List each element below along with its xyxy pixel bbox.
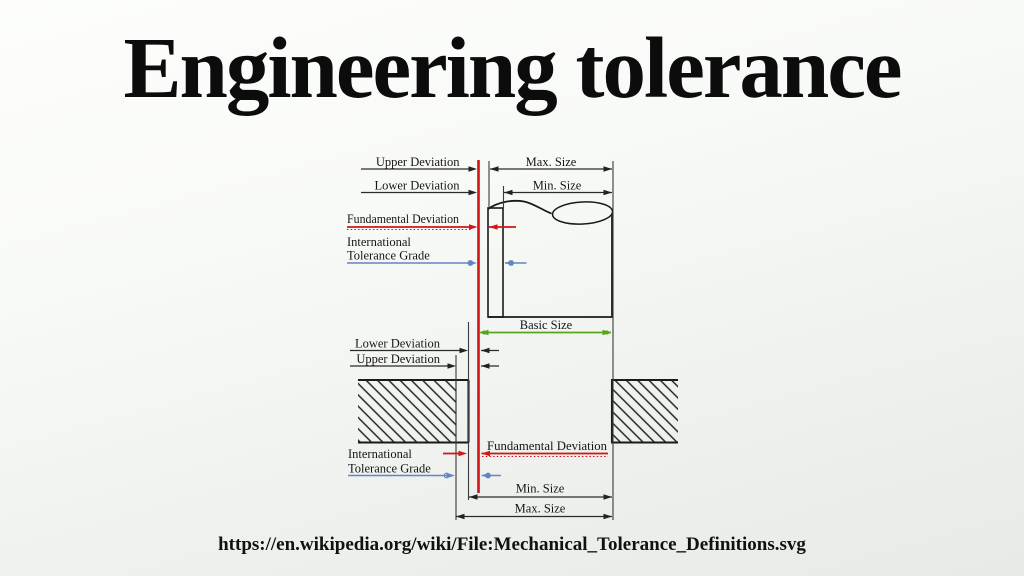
label-upper-deviation-bottom: Upper Deviation [356, 352, 440, 366]
label-max-size-bottom: Max. Size [515, 502, 566, 516]
diagram-labels: Upper Deviation Max. Size Lower Deviatio… [347, 155, 608, 516]
fundamental-deviation-arrows [347, 224, 608, 457]
label-tolerance-grade-top: Tolerance Grade [347, 249, 430, 263]
black-dimension-lines [350, 166, 612, 520]
label-tolerance-grade-bottom: Tolerance Grade [348, 462, 431, 476]
shaft-tolerance-zone-hatch [487, 207, 504, 318]
extension-lines [455, 161, 614, 520]
label-min-size-bottom: Min. Size [516, 482, 565, 496]
label-upper-deviation-top: Upper Deviation [376, 155, 460, 169]
source-url-text: https://en.wikipedia.org/wiki/File:Mecha… [218, 534, 806, 555]
page-title: Engineering tolerance [123, 19, 902, 116]
shaft-end-ellipse-hatch [551, 201, 614, 225]
basic-size-arrow [480, 329, 611, 336]
hole-part-shape [358, 378, 678, 444]
shaft-wavy-top-edge [487, 199, 552, 215]
label-fundamental-deviation-bottom: Fundamental Deviation [487, 439, 608, 453]
tolerance-grade-arrows [347, 260, 527, 479]
label-lower-deviation-top: Lower Deviation [374, 179, 460, 193]
label-max-size-top: Max. Size [526, 155, 577, 169]
label-basic-size: Basic Size [520, 318, 573, 332]
label-fundamental-deviation-top: Fundamental Deviation [347, 212, 460, 226]
hole-right-block-hatch [612, 380, 678, 443]
label-international-bottom: International [348, 447, 412, 461]
label-lower-deviation-bottom: Lower Deviation [355, 337, 441, 351]
shaft-part-shape [487, 199, 614, 318]
hole-left-tolerance-strip-hatch [455, 379, 470, 444]
hole-right-block-edges [610, 378, 678, 444]
shaft-body-edges [488, 214, 613, 318]
label-min-size-top: Min. Size [533, 179, 582, 193]
label-international-top: International [347, 235, 411, 249]
hole-left-block-hatch [358, 380, 456, 443]
